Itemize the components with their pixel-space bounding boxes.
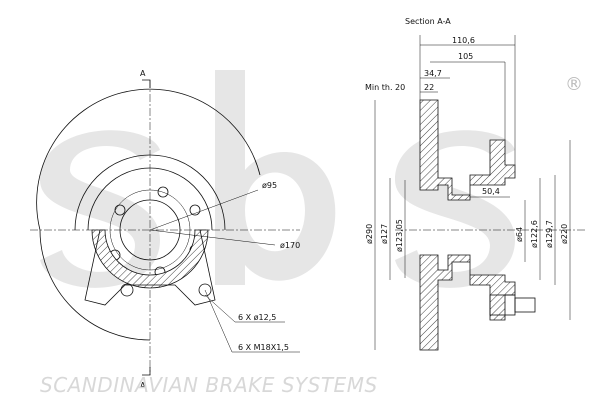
dim-50-4: 50,4: [482, 187, 500, 196]
leader-studs: [204, 289, 233, 353]
section-view: Section A-A 110,6 105 34,7 22 Min th. 20…: [365, 17, 585, 351]
dim-34-7: 34,7: [424, 69, 442, 78]
registered-mark: ®: [565, 74, 583, 95]
dim-dia64: ø64: [515, 227, 524, 242]
leader-holes: [204, 294, 236, 323]
dim-dia122-6: ø122,6: [530, 220, 539, 248]
outer-disc-edge: [36, 88, 261, 231]
dim-holes: 6 X ø12,5: [238, 313, 276, 322]
dim-dia290: ø290: [365, 224, 374, 244]
dim-22: 22: [424, 83, 434, 92]
center-bore: [119, 199, 181, 261]
dim-105: 105: [458, 52, 473, 61]
bolt-hole-1: [157, 186, 169, 198]
min-thickness: Min th. 20: [365, 83, 405, 92]
dim-dia95: ø95: [262, 181, 277, 190]
inner-friction-edge: [74, 154, 226, 231]
section-marker-top: A: [140, 69, 146, 78]
bolt-hole-6: [114, 204, 126, 216]
bolt-circle: [109, 189, 191, 271]
bolt-hole-2: [189, 204, 201, 216]
dim-studs: 6 X M18X1,5: [238, 343, 289, 352]
section-upper: [419, 99, 516, 201]
sectioned-hub: [91, 229, 209, 289]
stud-left: [120, 283, 134, 297]
dim-dia129-7: ø129,7: [545, 220, 554, 248]
dim-dia220: ø220: [560, 224, 569, 244]
dim-110-6: 110,6: [452, 36, 475, 45]
leader-170: [149, 229, 276, 246]
section-marker-bottom: A: [140, 381, 146, 390]
dim-dia127: ø127: [380, 224, 389, 244]
section-arrow-bottom: [142, 367, 151, 376]
section-title: Section A-A: [405, 17, 451, 26]
dim-dia170: ø170: [280, 241, 300, 250]
hub-outer-arc: [87, 167, 213, 231]
front-view: A A ø95 ø170 6 X ø12,5 6 X M18X1,5: [30, 69, 300, 390]
stud-thread: [514, 297, 536, 313]
dim-dia123-05: ø123,05: [395, 219, 404, 252]
leader-95: [149, 189, 259, 231]
brand-footer: SCANDINAVIAN BRAKE SYSTEMS: [40, 373, 378, 397]
stud-right: [198, 283, 212, 297]
section-arrow-top: [142, 79, 151, 88]
